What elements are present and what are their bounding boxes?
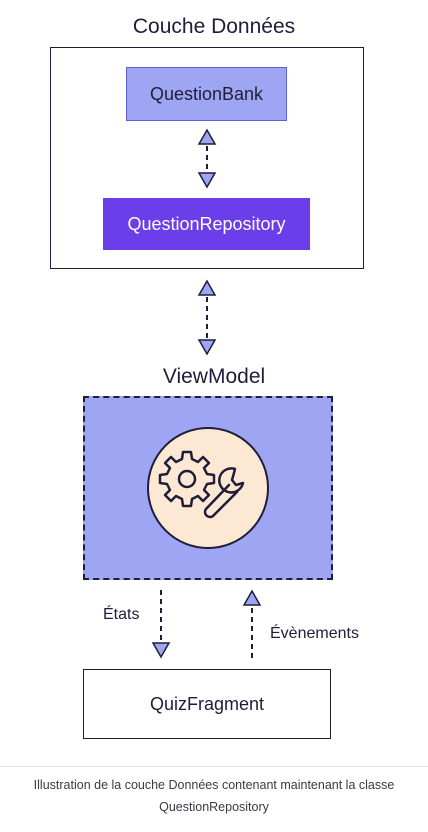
arrowhead-down-icon: [197, 339, 217, 356]
question-repository-label: QuestionRepository: [127, 213, 286, 234]
events-edge: [242, 589, 262, 660]
arrowhead-down-icon: [197, 172, 217, 189]
gear-wrench-icon: [158, 450, 245, 519]
quiz-fragment-label: QuizFragment: [149, 693, 265, 714]
states-label: États: [103, 606, 140, 623]
caption-divider: [0, 766, 428, 767]
viewmodel-title: ViewModel: [162, 365, 266, 388]
figure-caption: Illustration de la couche Données conten…: [0, 774, 428, 818]
bank-repository-edge: [197, 128, 217, 189]
caption-line-2: QuestionRepository: [159, 800, 269, 814]
events-label: Évènements: [270, 625, 359, 642]
quiz-fragment-node: QuizFragment: [83, 669, 331, 739]
question-bank-label: QuestionBank: [149, 83, 264, 104]
data-layer-title: Couche Données: [132, 15, 296, 38]
datalayer-viewmodel-edge: [197, 279, 217, 356]
arrowhead-up-icon: [197, 279, 217, 296]
question-repository-node: QuestionRepository: [103, 198, 310, 250]
states-edge: [151, 590, 171, 659]
question-bank-node: QuestionBank: [126, 67, 287, 121]
caption-line-1: Illustration de la couche Données conten…: [33, 778, 395, 792]
viewmodel-icon-circle: [147, 427, 269, 549]
arrowhead-up-icon: [197, 128, 217, 145]
arrowhead-up-icon: [242, 589, 262, 606]
arrowhead-down-icon: [151, 642, 171, 659]
